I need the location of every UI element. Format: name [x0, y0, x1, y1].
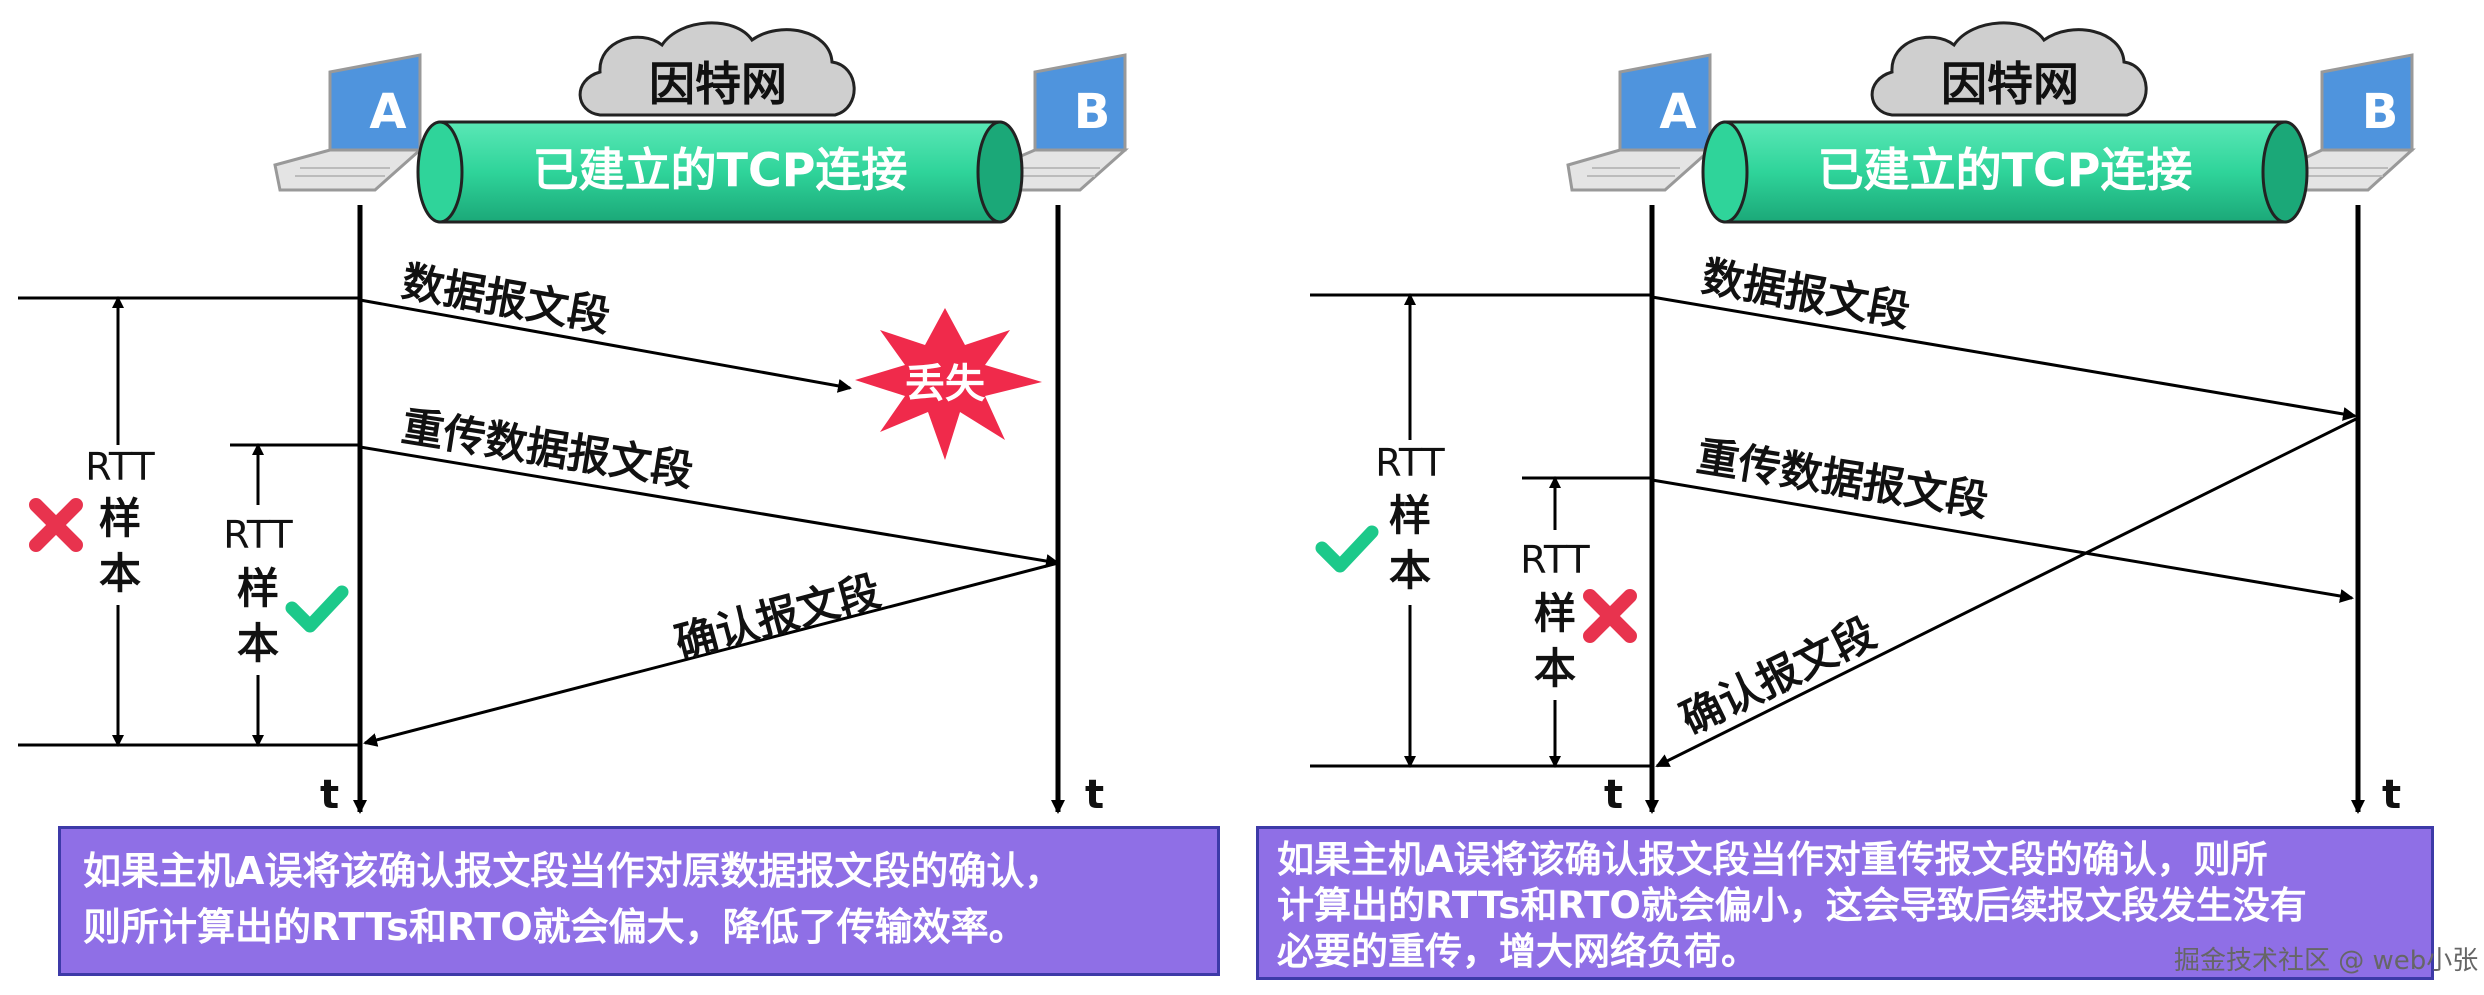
left-cloud-label: 因特网 [649, 57, 787, 111]
right-panel: 因特网 A B 已建立的TCP连接 t t 数据报文段 [1310, 21, 2416, 818]
left-lost-burst-icon [855, 308, 1042, 460]
left-tcp-pipe [416, 120, 1024, 224]
right-rtt-outer-bg [1370, 440, 1452, 605]
left-rtt-outer-sample-1: 样 [99, 494, 141, 543]
left-rtt-outer-bg [78, 445, 160, 605]
right-tcp-pipe [1701, 120, 2309, 224]
right-host-b-label: B [2362, 84, 2399, 140]
left-internet-cloud-icon [578, 21, 856, 117]
right-rtt-inner-sample-2: 本 [1534, 644, 1576, 693]
left-ack-arrow [363, 561, 1059, 747]
left-ack-label: 确认报文段 [670, 566, 886, 668]
left-rtt-inner-sample-2: 本 [237, 619, 279, 668]
right-rtt-inner-label: RTT [1520, 538, 1590, 582]
right-laptop-a-icon [1566, 53, 1714, 192]
left-caption-line-2: 则所计算出的RTTs和RTO就会偏大，降低了传输效率。 [83, 905, 1027, 949]
left-rtt-inner-sample-1: 样 [237, 564, 279, 613]
left-host-a-label: A [369, 84, 406, 140]
left-laptop-a-icon [273, 53, 424, 192]
left-pipe-label: 已建立的TCP连接 [533, 143, 908, 197]
right-host-a-label: A [1659, 84, 1696, 140]
right-laptop-b-icon [2288, 53, 2416, 192]
right-caption-line-1: 如果主机A误将该确认报文段当作对重传报文段的确认，则所 [1277, 838, 2268, 881]
left-t-label-b: t [1085, 772, 1104, 818]
right-data-segment-arrow [1651, 295, 2357, 421]
left-rtt-outer-label: RTT [85, 445, 155, 489]
left-caption-line-1: 如果主机A误将该确认报文段当作对原数据报文段的确认， [83, 849, 1063, 893]
right-rtt-outer-sample-2: 本 [1389, 546, 1431, 595]
left-data-segment-arrow [359, 298, 852, 393]
left-resend-segment-label: 重传数据报文段 [398, 401, 696, 495]
left-rtt-inner-label: RTT [223, 513, 293, 557]
left-rtt-inner-bg [220, 505, 300, 675]
left-t-label-a: t [320, 772, 339, 818]
right-rtt-inner-sample-1: 样 [1534, 589, 1576, 638]
right-resend-segment-arrow [1651, 478, 2354, 603]
left-caption-box: 如果主机A误将该确认报文段当作对原数据报文段的确认， 则所计算出的RTTs和RT… [58, 826, 1220, 976]
left-host-b-label: B [1074, 84, 1111, 140]
left-resend-segment-arrow [359, 445, 1060, 568]
right-ack-label: 确认报文段 [1673, 608, 1883, 744]
right-caption-line-3: 必要的重传，增大网络负荷。 [1277, 930, 1758, 973]
right-internet-cloud-icon [1870, 21, 2148, 117]
left-inner-check-icon [285, 585, 349, 633]
right-caption-line-2: 计算出的RTTs和RTO就会偏小，这会导致后续报文段发生没有 [1277, 884, 2307, 927]
left-lost-label: 丢失 [905, 361, 986, 407]
left-rtt-outer-sample-2: 本 [99, 549, 141, 598]
right-pipe-label: 已建立的TCP连接 [1818, 143, 2193, 197]
left-laptop-b-icon [998, 53, 1129, 192]
right-t-label-a: t [1604, 772, 1623, 818]
right-rtt-outer-sample-1: 样 [1389, 491, 1431, 540]
watermark: 掘金技术社区 @ web小张 [2174, 946, 2479, 976]
right-outer-check-icon [1315, 525, 1379, 573]
right-inner-cross-icon [1583, 589, 1637, 643]
left-panel: 因特网 A B 已建立的TCP连接 t t [18, 21, 1129, 818]
right-rtt-outer-label: RTT [1375, 441, 1445, 485]
right-t-label-b: t [2382, 772, 2401, 818]
right-rtt-inner-bg [1515, 530, 1595, 700]
left-data-segment-label: 数据报文段 [398, 257, 613, 342]
right-ack-arrow [1655, 416, 2359, 768]
right-cloud-label: 因特网 [1941, 57, 2079, 111]
right-caption-box: 如果主机A误将该确认报文段当作对重传报文段的确认，则所 计算出的RTTs和RTO… [1256, 826, 2434, 980]
left-outer-cross-icon [29, 498, 83, 552]
